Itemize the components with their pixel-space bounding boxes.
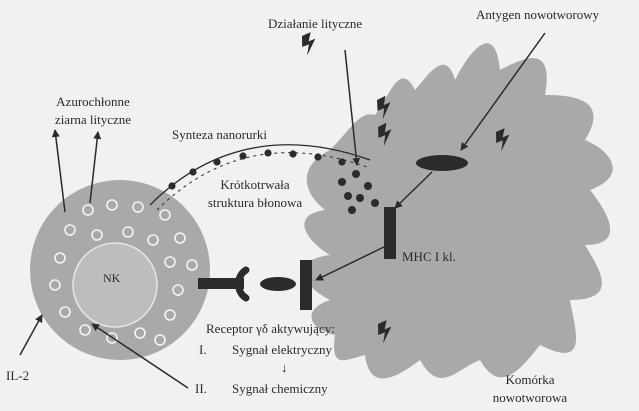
label-il2: IL-2 (6, 367, 29, 384)
label-signal2-text: Sygnał chemiczny (232, 380, 328, 397)
label-azurophilic-1: Azurochłonne (18, 93, 168, 110)
receptor-bar (300, 260, 312, 310)
label-signal2-num: II. (195, 380, 207, 397)
label-receptor: Receptor γδ aktywujący: (206, 320, 335, 337)
mhc-i-shape (384, 207, 396, 259)
label-lytic-action: Działanie lityczne (268, 15, 362, 32)
tumor-antigen-shape (416, 155, 468, 171)
receptor-ligand (260, 277, 296, 291)
label-signal1-num: I. (199, 341, 207, 358)
label-signal1-text: Sygnał elektryczny (232, 341, 332, 358)
label-nanotube-synthesis: Synteza nanorurki (172, 126, 267, 143)
label-short-lived-2: struktura błonowa (180, 194, 330, 211)
label-tumor-cell-2: nowotworowa (475, 389, 585, 406)
arrow-azuro-left (55, 130, 65, 212)
label-tumor-cell-1: Komórka (475, 371, 585, 388)
label-down-arrow: ↓ (281, 359, 288, 376)
label-short-lived-1: Krótkotrwała (180, 176, 330, 193)
label-nk: NK (103, 270, 120, 287)
label-azurophilic-2: ziarna lityczne (18, 111, 168, 128)
label-mhc: MHC I kl. (402, 248, 456, 265)
label-tumor-antigen: Antygen nowotworowy (476, 6, 599, 23)
lightning-bolt-icon (301, 32, 317, 56)
arrow-il2 (20, 315, 42, 355)
